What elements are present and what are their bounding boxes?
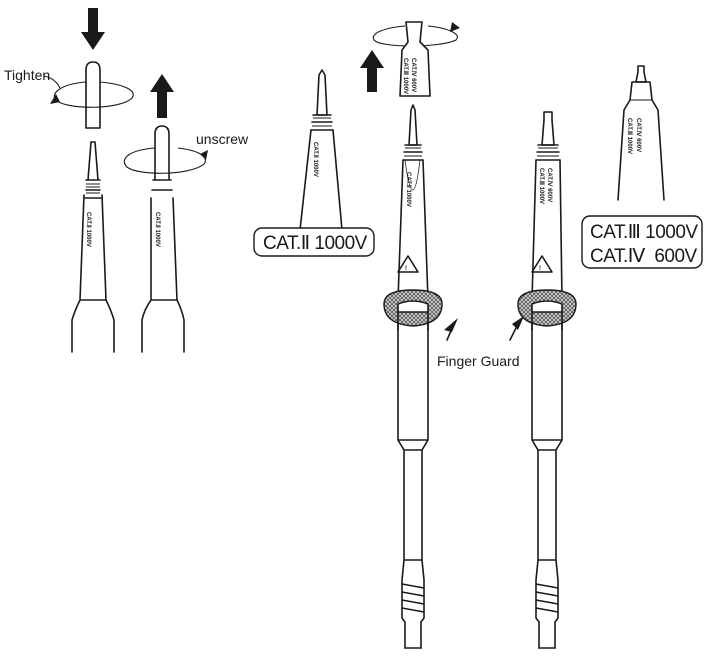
cap-print: CAT.Ⅲ 1000V xyxy=(402,58,409,94)
long-probe-cat3: CAT.Ⅲ 1000V CAT.Ⅳ 600V ! xyxy=(517,111,577,649)
svg-text:!: ! xyxy=(405,266,407,272)
arrow-up-icon xyxy=(150,74,174,118)
cat3-probe-detail: CAT.Ⅲ 1000V CAT.Ⅳ 600V CAT.Ⅲ 1000V CAT.Ⅳ… xyxy=(581,65,703,269)
cap-removal: CAT.Ⅲ 1000V CAT.Ⅳ 600V xyxy=(360,21,460,97)
cap-print-2: CAT.Ⅳ 600V xyxy=(410,58,417,92)
long-probe-cat3-print: CAT.Ⅲ 1000V xyxy=(538,168,545,204)
rotation-arrowhead-2-icon xyxy=(200,150,208,160)
rotation-unscrew-icon xyxy=(123,147,206,174)
cat2-probe-print: CAT.Ⅱ 1000V xyxy=(312,142,319,177)
long-probe-cat2-print: CAT.Ⅱ 1000V xyxy=(405,172,412,207)
rotation-cap-arrowhead-icon xyxy=(450,22,460,32)
strain-relief-left xyxy=(401,583,425,613)
warning-triangle-right-icon xyxy=(531,255,553,273)
probe-left-1 xyxy=(71,141,115,353)
strain-relief-right xyxy=(535,583,559,613)
label-finger-guard: Finger Guard xyxy=(437,353,519,369)
rotation-tighten-icon xyxy=(53,81,134,108)
long-probe-cat4-print: CAT.Ⅳ 600V xyxy=(546,168,553,202)
cat2-probe-detail: CAT.Ⅱ 1000V CAT.Ⅱ 1000V xyxy=(253,69,375,257)
long-probe-cat2: CAT.Ⅱ 1000V ! xyxy=(383,104,443,649)
cat4-rating-label: CAT.Ⅳ 600V xyxy=(590,246,698,267)
label-unscrew: unscrew xyxy=(196,131,249,147)
tighten-leader xyxy=(43,75,61,89)
cat3-rating-label: CAT.Ⅲ 1000V xyxy=(590,222,698,243)
probe-left-2-print: CAT.Ⅱ 1000V xyxy=(154,212,161,247)
finger-guard-callout: Finger Guard xyxy=(437,316,524,369)
cat2-rating-label: CAT.Ⅱ 1000V xyxy=(263,233,368,254)
probe-cap xyxy=(399,21,431,97)
probe-left-2 xyxy=(141,125,185,353)
rotation-arrowhead-icon xyxy=(50,94,60,104)
svg-text:!: ! xyxy=(539,266,541,272)
arrow-up-cap-icon xyxy=(360,50,384,92)
cat3-detail-print: CAT.Ⅲ 1000V xyxy=(626,118,633,154)
cat3-rating-box xyxy=(581,215,703,269)
tighten-assembly: Tighten CAT.Ⅱ 1000V xyxy=(4,8,134,353)
probe-left-1-print: CAT.Ⅱ 1000V xyxy=(85,212,92,247)
warning-triangle-icon xyxy=(397,255,419,273)
label-tighten: Tighten xyxy=(4,67,50,83)
cat2-rating-box xyxy=(253,227,375,257)
unscrew-assembly: CAT.Ⅱ 1000V unscrew xyxy=(123,74,249,353)
arrow-down-icon xyxy=(81,8,105,50)
cat4-detail-print: CAT.Ⅳ 600V xyxy=(635,118,642,152)
tip-cap xyxy=(85,61,101,129)
